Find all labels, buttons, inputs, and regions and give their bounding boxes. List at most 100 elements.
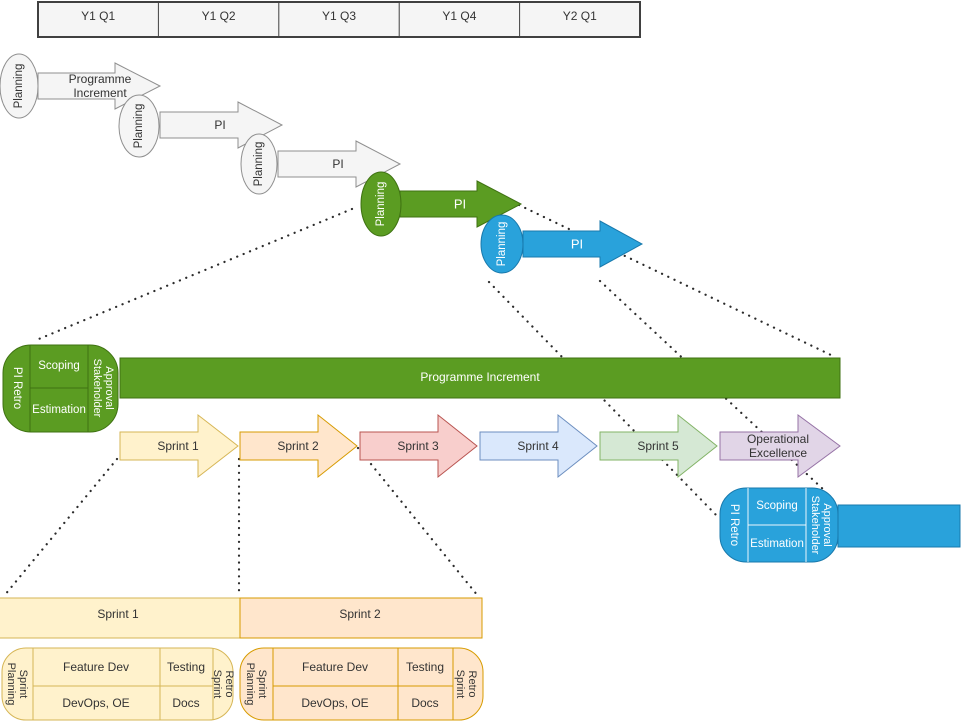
sprint-1-detail-block-shape	[1, 647, 234, 721]
planning-ellipse-blue: Planning	[480, 214, 524, 274]
quarter-cell-label: Y1 Q3	[322, 9, 356, 23]
sprint-4-arrow-label: Sprint 4	[517, 439, 559, 453]
sprint-1-arrow-label: Sprint 1	[157, 439, 199, 453]
sprint-planning-label-line: Planning	[5, 663, 17, 706]
sprint-1-detail-bar-label: Sprint 1	[97, 607, 139, 621]
sprint-retro-label-line: Retro	[223, 671, 235, 698]
pi-retro-label-line: PI Retro	[11, 367, 23, 409]
planning-ellipse-green-shape	[360, 171, 402, 237]
sprint-retro-label-line: Sprint	[211, 670, 223, 699]
sprint-2-detail-bar-shape	[239, 597, 483, 639]
sprint-2-arrow-shape	[239, 413, 358, 479]
devops-oe-label: DevOps, OE	[62, 696, 129, 710]
stakeholder-approval-label-line: Stakeholder	[91, 359, 103, 418]
feature-dev-label: Feature Dev	[63, 660, 129, 674]
stakeholder-approval-label-line: Approval	[103, 366, 115, 409]
planning-ellipse-1: Planning	[0, 53, 39, 119]
pi-retro-label: PI Retro	[728, 504, 740, 546]
sprint-5-arrow-shape	[599, 413, 718, 479]
sprint-2-detail-block-shape	[239, 647, 484, 721]
pi-arrow-blue-label: PI	[571, 237, 583, 252]
sprint-4-arrow-shape	[479, 413, 598, 479]
planning-ellipse-2: Planning	[118, 94, 160, 158]
sprint-2-detail-bar: Sprint 2	[239, 597, 483, 639]
docs-label: Docs	[411, 696, 438, 710]
planning-ellipse-green: Planning	[360, 171, 402, 237]
sprint-retro-label-line: Sprint	[454, 670, 466, 699]
sprint-5-arrow: Sprint 5	[599, 413, 718, 479]
testing-label: Testing	[167, 660, 205, 674]
planning-ellipse-1-label-text: Planning	[13, 64, 25, 109]
planning-ellipse-blue-shape	[480, 214, 524, 274]
devops-oe-label: DevOps, OE	[301, 696, 368, 710]
pi-detail-green-bar-label: Programme Increment	[420, 370, 540, 384]
docs-label: Docs	[172, 696, 199, 710]
feature-dev-label: Feature Dev	[302, 660, 368, 674]
planning-ellipse-blue-label-text: Planning	[496, 222, 508, 267]
sprint-planning-label-line: Planning	[244, 663, 256, 706]
quarter-timeline: Y1 Q1 Y1 Q2 Y1 Q3 Y1 Q4 Y2 Q1	[37, 1, 641, 38]
planning-ellipse-green-label-text: Planning	[375, 182, 387, 227]
testing-label: Testing	[406, 660, 444, 674]
quarter-cell-label: Y1 Q4	[442, 9, 476, 23]
planning-ellipse-2-label-text: Planning	[133, 104, 145, 149]
planning-ellipse-blue-label: Planning	[496, 222, 508, 267]
planning-ellipse-green-label: Planning	[375, 182, 387, 227]
planning-ellipse-2-label: Planning	[133, 104, 145, 149]
planning-ellipse-3: Planning	[240, 133, 278, 195]
planning-ellipse-1-shape	[0, 53, 39, 119]
connector-green-arrow-to-pi-bar-end	[517, 203, 835, 358]
quarter-timeline-frame	[37, 1, 641, 38]
sprint-1-detail-bar-shape	[0, 597, 241, 639]
planning-ellipse-2-shape	[118, 94, 160, 158]
pi-retro-label-line: PI Retro	[728, 504, 740, 546]
planning-ellipse-3-label-text: Planning	[253, 142, 265, 187]
programme-increment-arrow-label: Increment	[73, 86, 127, 100]
planning-ellipse-3-label: Planning	[253, 142, 265, 187]
pi-arrow-blue: PI	[522, 220, 644, 268]
quarter-cell-label: Y1 Q1	[81, 9, 115, 23]
stakeholder-approval-label-line: Approval	[821, 503, 833, 546]
sprint-4-arrow: Sprint 4	[479, 413, 598, 479]
scoping-label: Scoping	[756, 500, 798, 512]
connector-sprint1-to-detail-left	[2, 457, 119, 598]
planning-ellipse-3-shape	[240, 133, 278, 195]
pi-arrow-2-label: PI	[332, 157, 343, 171]
sprint-5-arrow-label: Sprint 5	[637, 439, 679, 453]
scoping-label: Scoping	[38, 360, 80, 372]
sprint-2-detail-bar-label: Sprint 2	[339, 607, 381, 621]
sprint-3-arrow: Sprint 3	[359, 413, 478, 479]
quarter-cell-label: Y2 Q1	[563, 9, 597, 23]
pi-detail-green-bar	[119, 357, 841, 399]
operational-excellence-arrow-label: Excellence	[749, 446, 807, 460]
pi-arrow-1-label: PI	[214, 118, 225, 132]
planning-ellipse-1-label: Planning	[13, 64, 25, 109]
sprint-1-detail-bar: Sprint 1	[0, 597, 241, 639]
pi-arrow-green-label: PI	[454, 197, 466, 212]
operational-excellence-arrow-shape	[719, 414, 841, 478]
connector-green-planning-to-pi-block	[32, 207, 354, 343]
pi-arrow-blue-shape	[522, 220, 644, 268]
estimation-label: Estimation	[750, 538, 804, 550]
sprint-3-arrow-shape	[359, 413, 478, 479]
sprint-2-arrow-label: Sprint 2	[277, 439, 319, 453]
sprint-2-arrow: Sprint 2	[239, 413, 358, 479]
quarter-cell-label: Y1 Q2	[202, 9, 236, 23]
connector-blue-planning-to-blue-block	[487, 280, 721, 520]
pi-detail-blue-bar	[837, 504, 961, 548]
stakeholder-approval-label-line: Stakeholder	[809, 496, 821, 555]
sprint-1-arrow: Sprint 1	[119, 413, 239, 479]
